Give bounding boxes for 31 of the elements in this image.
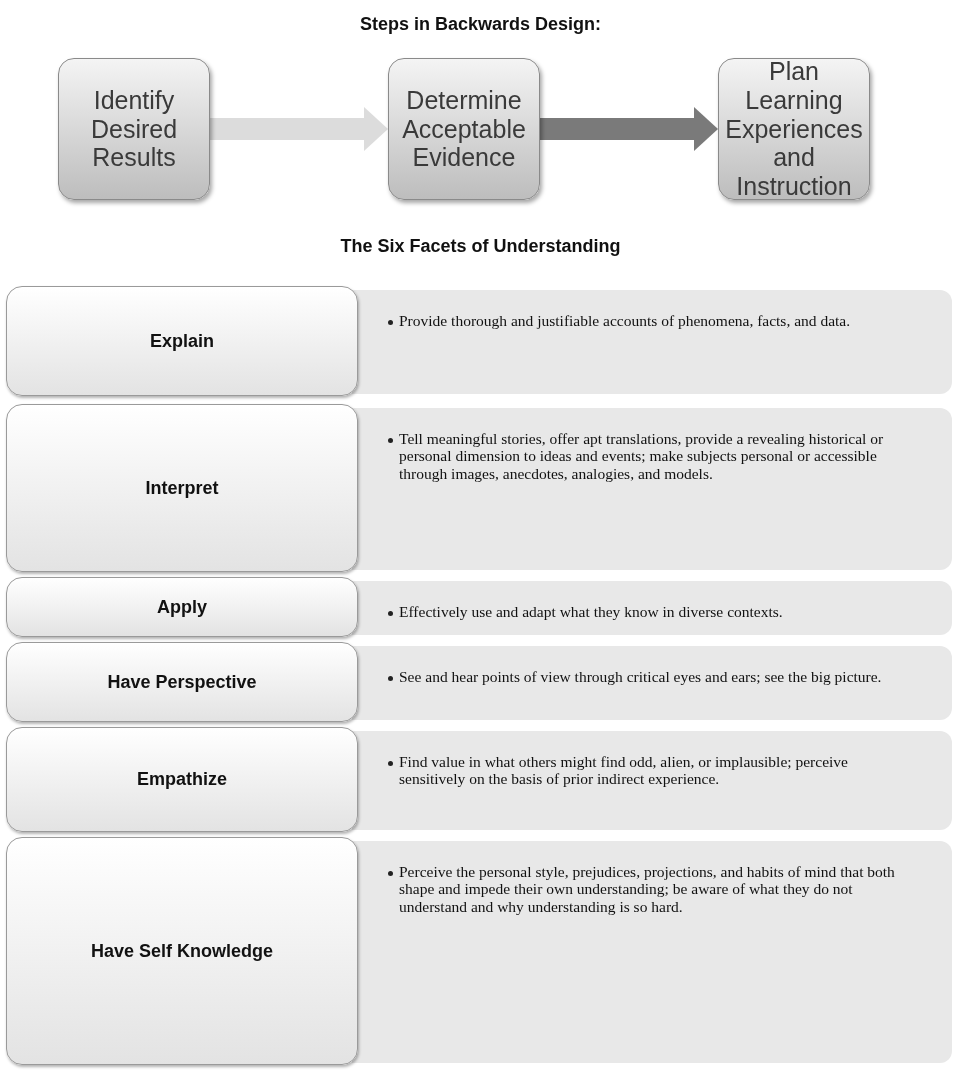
arrow: [210, 107, 388, 151]
description-panel: [352, 581, 952, 635]
step-box: Plan Learning Experiences and Instruction: [718, 58, 870, 200]
description-text: Effectively use and adapt what they know in diverse contexts.: [399, 603, 783, 621]
facet-label: Have Self Knowledge: [90, 940, 274, 962]
facet-label: Apply: [157, 596, 207, 618]
facet-label: Explain: [150, 330, 214, 352]
title: Steps in Backwards Design:: [358, 14, 603, 35]
description-panel: [352, 841, 952, 1063]
description-panel: [352, 731, 952, 830]
arrow: [540, 107, 718, 151]
facet-box: [6, 404, 358, 572]
description-text: Tell meaningful stories, offer apt translations, provide a revealing historical or personal dimension to ideas and events; make subjects personal or accessible through images, anecdotes, analogies, and models.: [399, 430, 885, 483]
facet-box: [6, 642, 358, 722]
description-text: Provide thorough and justifiable accounts of phenomena, facts, and data.: [399, 312, 851, 330]
step-box: Determine Acceptable Evidence: [388, 58, 540, 200]
step-box: Identify Desired Results: [58, 58, 210, 200]
facet-box: [6, 837, 358, 1065]
description-panel: [352, 646, 952, 720]
description-panel: [352, 408, 952, 570]
description-text: Perceive the personal style, prejudices, projections, and habits of mind that both shape and impede their own understanding; be aware of what they do not understand and why understanding is so hard.: [399, 863, 896, 916]
section-heading: The Six Facets of Understanding: [339, 236, 622, 257]
facet-box: [6, 577, 358, 637]
facet-label: Interpret: [145, 477, 219, 499]
facet-box: [6, 286, 358, 396]
facet-label: Empathize: [137, 769, 227, 790]
description-text: Find value in what others might find odd, alien, or implausible; perceive sensitively on the basis of prior indirect experience.: [399, 753, 849, 788]
facet-box: [6, 727, 358, 832]
facet-label: Have Perspective: [107, 671, 257, 693]
description-panel: [352, 290, 952, 394]
description-text: See and hear points of view through critical eyes and ears; see the big picture.: [399, 668, 882, 686]
